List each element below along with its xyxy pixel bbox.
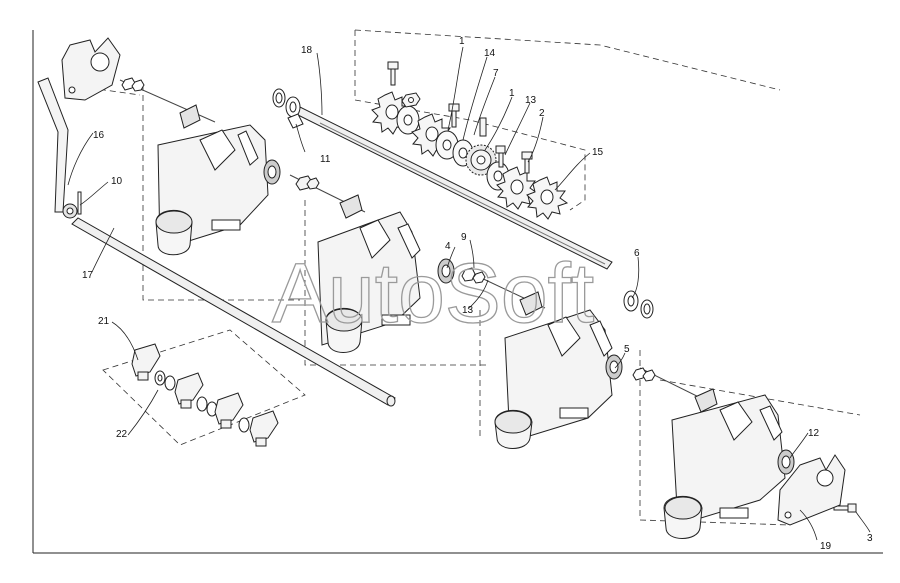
- callout-11: 11: [320, 154, 331, 165]
- bolts: [387, 61, 857, 513]
- housing-unit-3: [474, 274, 623, 449]
- nuts-small: [121, 77, 656, 382]
- leader-lines: [67, 46, 871, 541]
- pin-10: [77, 191, 82, 215]
- callout-18: 17: [82, 270, 94, 281]
- bolt-8: [387, 61, 399, 86]
- callout-9: 9: [461, 232, 467, 243]
- star-wheel-3: [496, 166, 539, 210]
- callout-6: 6: [634, 248, 640, 259]
- callout-21: 21: [98, 316, 110, 327]
- end-bracket-20: [777, 454, 846, 526]
- callout-labels: 1 14 7 1 13 2 15 18 11 16 10 17 6 9 4 13…: [82, 36, 873, 552]
- bolt-2: [521, 151, 533, 174]
- callout-7: 7: [493, 68, 499, 79]
- callout-19: 18: [301, 45, 313, 56]
- callout-14: 13: [525, 95, 537, 106]
- assembly-outlines: [89, 29, 861, 526]
- sprocket: [465, 144, 497, 176]
- watermark: AutoSoft: [272, 246, 594, 340]
- bolt-3: [833, 503, 857, 513]
- pin-11: [287, 113, 304, 129]
- housing-unit-2: [289, 174, 455, 353]
- nut-7: [401, 92, 421, 108]
- callout-2: 2: [539, 108, 545, 119]
- callout-3: 3: [867, 533, 873, 544]
- knob-2: [174, 372, 204, 409]
- knob-set-21-22: [131, 343, 279, 447]
- callout-16: 15: [592, 147, 604, 158]
- callout-15: 14: [484, 48, 496, 59]
- callout-10: 10: [111, 176, 123, 187]
- callout-13: 13: [462, 305, 474, 316]
- bolt-15: [448, 103, 460, 128]
- bolt-1: [479, 117, 487, 137]
- lever-arm-17: [37, 37, 121, 219]
- callout-20: 19: [820, 541, 832, 552]
- callout-4: 4: [445, 241, 451, 252]
- knob-1: [131, 343, 161, 381]
- callout-8: 1: [459, 36, 465, 47]
- knob-4: [249, 410, 279, 447]
- housing-unit-1: [119, 79, 281, 256]
- callout-5: 5: [624, 344, 630, 355]
- housing-unit-4: [639, 367, 795, 539]
- rod-18: [71, 217, 396, 407]
- bolt-14: [495, 145, 506, 168]
- knob-3: [214, 392, 244, 429]
- callout-12: 12: [808, 428, 820, 439]
- callout-1: 1: [509, 88, 515, 99]
- callout-22: 22: [116, 429, 128, 440]
- washers: [272, 88, 654, 319]
- callout-17: 16: [93, 130, 105, 141]
